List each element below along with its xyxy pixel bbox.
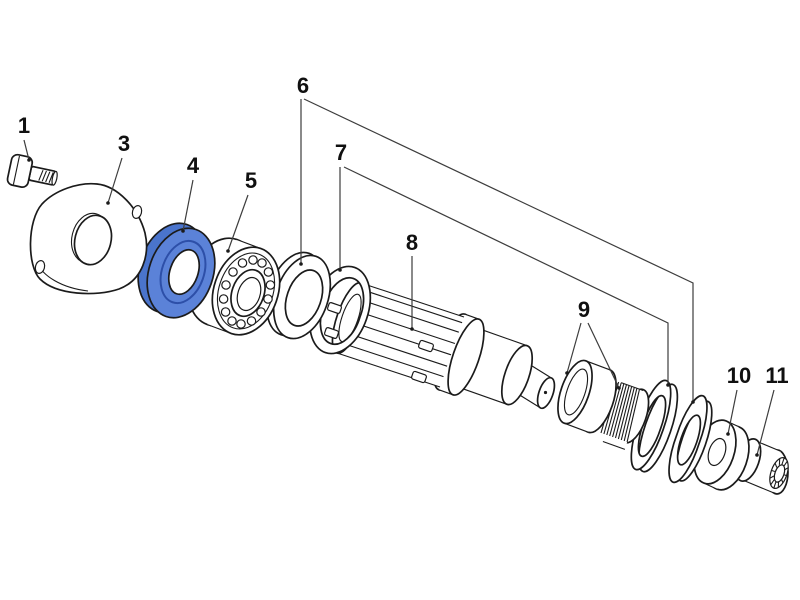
spline-notch [418,339,434,353]
mounting-flange [29,182,148,295]
splined-bushing [734,438,789,495]
flat-washer-front [265,251,332,340]
callout-7[interactable]: 7 [335,140,347,165]
splined-coupling [600,380,650,450]
leader-dot-8 [410,327,414,331]
leader-line-4 [182,179,194,232]
leader-dot-9 [617,386,621,390]
callout-4[interactable]: 4 [187,153,200,178]
leader-line-7 [343,166,669,385]
spline-notch [411,370,427,384]
leader-dot-6 [691,400,695,404]
callout-8[interactable]: 8 [406,230,418,255]
leader-line-3 [107,157,123,204]
leader-dot-7 [666,383,670,387]
flat-washer-rear [668,394,713,484]
callout-10[interactable]: 10 [727,363,751,388]
bolt [6,153,58,188]
callout-9[interactable]: 9 [578,297,590,322]
leader-line-11 [756,389,775,456]
thrust-washer [693,419,750,491]
leader-dot-5 [226,249,230,253]
callout-3[interactable]: 3 [118,131,130,156]
callout-5[interactable]: 5 [245,168,257,193]
leader-dot-4 [181,229,185,233]
leader-line-6 [303,98,694,402]
pto-shaft [323,281,556,410]
leader-line-1 [23,139,30,161]
leader-line-9 [587,322,620,389]
leader-dot-6 [299,262,303,266]
flange-bolt-hole [34,259,46,275]
shaft-spline-ridges [340,288,463,378]
leader-dot-9 [565,371,569,375]
shaft-center-mark [543,390,548,395]
bolt-threads [38,170,54,183]
coupling-sleeve [557,359,617,434]
callouts-layer: 1 3 4 5 6 7 8 9 10 11 [18,73,789,457]
leader-line-5 [227,194,249,252]
spline-notch [323,327,340,339]
leader-dot-7 [338,268,342,272]
leader-line-10 [727,389,738,435]
callout-6[interactable]: 6 [297,73,309,98]
leader-dot-3 [106,201,110,205]
bearing-balls [218,255,276,329]
callout-1[interactable]: 1 [18,113,30,138]
leader-dot-1 [27,158,31,162]
callout-11[interactable]: 11 [765,363,788,388]
seal-ring-highlighted[interactable] [127,214,226,327]
leader-dot-11 [755,453,759,457]
leader-dot-10 [726,432,730,436]
leader-line-9 [566,322,582,374]
spline-notch [326,302,343,314]
flange-bolt-hole [131,204,143,220]
